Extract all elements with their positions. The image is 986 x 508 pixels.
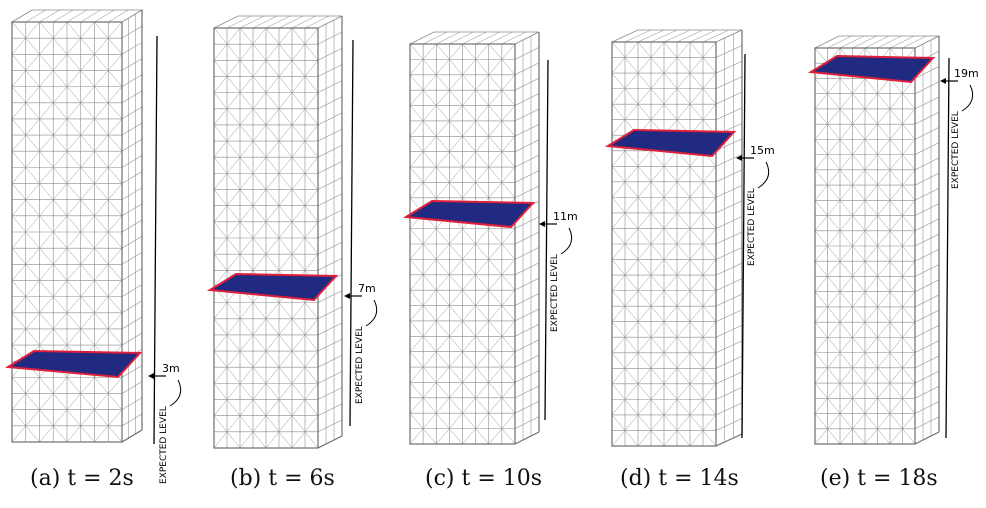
level-arrowhead bbox=[539, 221, 545, 227]
caption-e: (e) t = 18s bbox=[820, 466, 938, 491]
caption-c: (c) t = 10s bbox=[425, 466, 543, 491]
caption-b: (b) t = 6s bbox=[230, 466, 335, 491]
level-arrowhead bbox=[736, 155, 742, 161]
level-arrowhead bbox=[148, 373, 154, 379]
level-arrowhead bbox=[344, 293, 350, 299]
curved-arrow bbox=[365, 299, 378, 327]
water-surface bbox=[604, 128, 737, 158]
water-surface bbox=[206, 272, 339, 302]
water-surface bbox=[807, 54, 936, 84]
expected-level-label: EXPECTED LEVEL bbox=[951, 111, 961, 189]
expected-level-label: EXPECTED LEVEL bbox=[550, 254, 560, 332]
level-label: 19m bbox=[954, 67, 979, 80]
level-arrowhead bbox=[940, 78, 946, 84]
water-surface bbox=[4, 349, 143, 379]
expected-level-label: EXPECTED LEVEL bbox=[159, 406, 169, 484]
reference-line bbox=[153, 35, 158, 445]
reference-line bbox=[349, 39, 354, 427]
reference-line bbox=[741, 53, 746, 439]
caption-d: (d) t = 14s bbox=[620, 466, 739, 491]
level-label: 15m bbox=[750, 144, 775, 157]
caption-a: (a) t = 2s bbox=[30, 466, 134, 491]
curved-arrow bbox=[961, 84, 974, 112]
water-surface bbox=[402, 199, 536, 229]
curved-arrow bbox=[169, 379, 182, 407]
level-label: 3m bbox=[162, 362, 180, 375]
expected-level-label: EXPECTED LEVEL bbox=[355, 326, 365, 404]
curved-arrow bbox=[560, 227, 573, 255]
expected-level-label: EXPECTED LEVEL bbox=[747, 188, 757, 266]
curved-arrow bbox=[757, 161, 770, 189]
level-label: 7m bbox=[358, 282, 376, 295]
reference-line bbox=[945, 57, 950, 439]
level-label: 11m bbox=[553, 210, 578, 223]
reference-line bbox=[544, 59, 549, 421]
